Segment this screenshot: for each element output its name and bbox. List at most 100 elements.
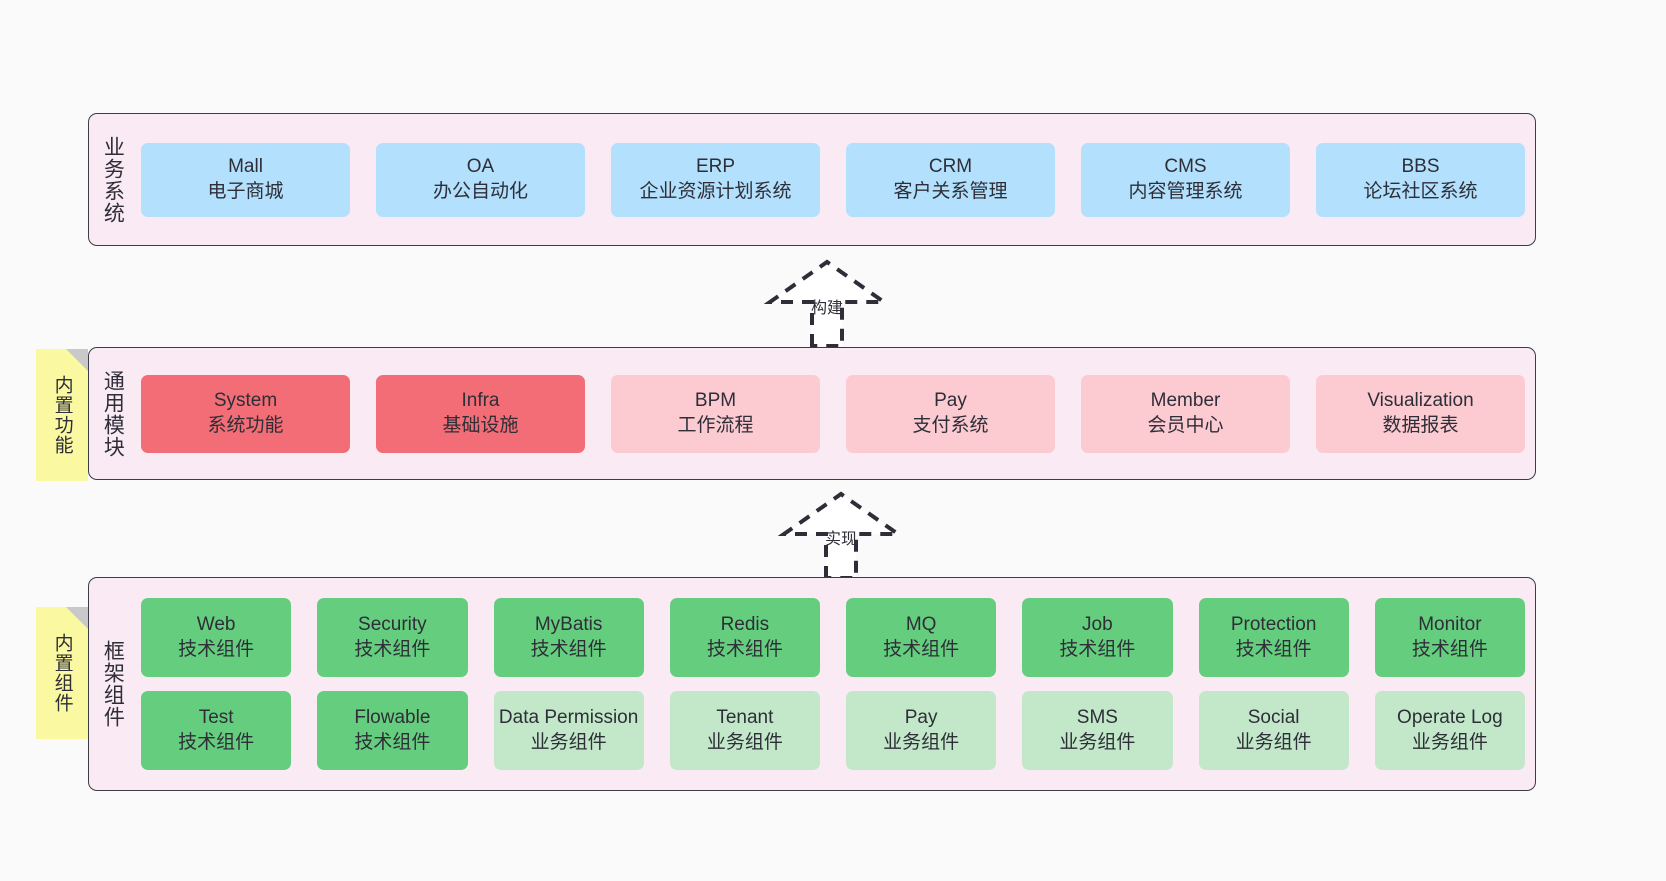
card-bpm[interactable]: BPM 工作流程 <box>611 374 820 453</box>
card-crm[interactable]: CRM 客户关系管理 <box>846 142 1055 217</box>
card-oa[interactable]: OA 办公自动化 <box>376 142 585 217</box>
card-subtitle: 基础设施 <box>442 414 519 436</box>
arrow-up-dashed-icon <box>763 259 891 348</box>
card-infra[interactable]: Infra 基础设施 <box>376 374 585 453</box>
arrow-implement <box>766 490 916 580</box>
card-subtitle: 业务组件 <box>706 731 783 753</box>
card-operate-log[interactable]: Operate Log 业务组件 <box>1374 691 1525 770</box>
card-bbs[interactable]: BBS 论坛社区系统 <box>1316 142 1525 217</box>
card-title: Visualization <box>1367 390 1474 412</box>
card-subtitle: 系统功能 <box>207 414 284 436</box>
card-subtitle: 技术组件 <box>706 638 783 660</box>
common-modules-row: System 系统功能 Infra 基础设施 BPM 工作流程 Pay 支付系统… <box>141 374 1525 453</box>
section-title-common-modules: 通用模块 <box>101 369 125 458</box>
note-builtin-component: 内置组件 <box>36 607 88 739</box>
card-title: Pay <box>904 707 938 729</box>
card-title: BBS <box>1401 156 1440 178</box>
note-builtin-function: 内置功能 <box>36 349 88 481</box>
card-subtitle: 内容管理系统 <box>1128 180 1243 202</box>
card-title: System <box>213 390 278 412</box>
arrow-build <box>752 258 902 348</box>
card-title: Monitor <box>1418 614 1482 636</box>
card-title: Operate Log <box>1397 707 1503 729</box>
card-subtitle: 技术组件 <box>530 638 607 660</box>
card-protection[interactable]: Protection 技术组件 <box>1198 598 1349 677</box>
card-title: Flowable <box>354 707 431 729</box>
card-subtitle: 论坛社区系统 <box>1363 180 1478 202</box>
card-title: SMS <box>1076 707 1118 729</box>
card-subtitle: 数据报表 <box>1382 414 1459 436</box>
card-title: CRM <box>928 156 973 178</box>
arrow-build-label: 构建 <box>811 300 844 317</box>
card-mq[interactable]: MQ 技术组件 <box>846 598 997 677</box>
card-member[interactable]: Member 会员中心 <box>1081 374 1290 453</box>
framework-components-row-1: Web 技术组件 Security 技术组件 MyBatis 技术组件 Redi… <box>141 598 1525 677</box>
card-pay-component[interactable]: Pay 业务组件 <box>846 691 997 770</box>
card-monitor[interactable]: Monitor 技术组件 <box>1374 598 1525 677</box>
card-title: Pay <box>934 390 967 412</box>
card-subtitle: 业务组件 <box>1411 731 1488 753</box>
card-subtitle: 工作流程 <box>677 414 754 436</box>
card-web[interactable]: Web 技术组件 <box>141 598 292 677</box>
card-mybatis[interactable]: MyBatis 技术组件 <box>493 598 644 677</box>
card-title: Protection <box>1230 614 1317 636</box>
section-framework-components: 框架组件 Web 技术组件 Security 技术组件 MyBatis 技术组件… <box>88 577 1536 791</box>
section-common-modules: 通用模块 System 系统功能 Infra 基础设施 BPM 工作流程 Pay… <box>88 347 1536 480</box>
card-job[interactable]: Job 技术组件 <box>1022 598 1173 677</box>
card-subtitle: 业务组件 <box>883 731 960 753</box>
card-subtitle: 技术组件 <box>178 638 255 660</box>
card-social[interactable]: Social 业务组件 <box>1198 691 1349 770</box>
card-subtitle: 业务组件 <box>1059 731 1136 753</box>
card-subtitle: 技术组件 <box>354 638 431 660</box>
card-title: Test <box>198 707 234 729</box>
card-title: Social <box>1247 707 1300 729</box>
framework-components-row-2: Test 技术组件 Flowable 技术组件 Data Permission … <box>141 691 1525 770</box>
card-pay[interactable]: Pay 支付系统 <box>846 374 1055 453</box>
card-title: Security <box>358 614 427 636</box>
card-visualization[interactable]: Visualization 数据报表 <box>1316 374 1525 453</box>
card-data-permission[interactable]: Data Permission 业务组件 <box>493 691 644 770</box>
card-system[interactable]: System 系统功能 <box>141 374 350 453</box>
card-tenant[interactable]: Tenant 业务组件 <box>669 691 820 770</box>
arrow-up-dashed-icon <box>777 491 905 580</box>
section-business-systems: 业务系统 Mall 电子商城 OA 办公自动化 ERP 企业资源计划系统 CRM… <box>88 113 1536 246</box>
card-subtitle: 技术组件 <box>1059 638 1136 660</box>
card-title: MQ <box>905 614 937 636</box>
card-redis[interactable]: Redis 技术组件 <box>669 598 820 677</box>
card-subtitle: 办公自动化 <box>432 180 528 202</box>
section-title-framework-components: 框架组件 <box>101 640 125 728</box>
card-erp[interactable]: ERP 企业资源计划系统 <box>611 142 820 217</box>
card-subtitle: 技术组件 <box>1235 638 1312 660</box>
card-cms[interactable]: CMS 内容管理系统 <box>1081 142 1290 217</box>
section-body-framework-components: Web 技术组件 Security 技术组件 MyBatis 技术组件 Redi… <box>135 578 1535 790</box>
card-subtitle: 企业资源计划系统 <box>639 180 792 202</box>
card-title: Data Permission <box>498 707 639 729</box>
card-title: CMS <box>1164 156 1207 178</box>
card-title: BPM <box>694 390 737 412</box>
card-title: Web <box>196 614 236 636</box>
card-flowable[interactable]: Flowable 技术组件 <box>317 691 468 770</box>
card-subtitle: 会员中心 <box>1147 414 1224 436</box>
card-title: Tenant <box>716 707 774 729</box>
card-subtitle: 业务组件 <box>530 731 607 753</box>
card-subtitle: 技术组件 <box>178 731 255 753</box>
card-mall[interactable]: Mall 电子商城 <box>141 142 350 217</box>
card-test[interactable]: Test 技术组件 <box>141 691 292 770</box>
business-systems-row: Mall 电子商城 OA 办公自动化 ERP 企业资源计划系统 CRM 客户关系… <box>141 142 1525 217</box>
card-title: Infra <box>461 390 500 412</box>
card-sms[interactable]: SMS 业务组件 <box>1022 691 1173 770</box>
card-title: MyBatis <box>534 614 603 636</box>
card-title: Job <box>1082 614 1113 636</box>
card-title: Mall <box>228 156 263 178</box>
card-subtitle: 客户关系管理 <box>893 180 1008 202</box>
section-body-common-modules: System 系统功能 Infra 基础设施 BPM 工作流程 Pay 支付系统… <box>135 348 1535 479</box>
arrow-implement-label: 实现 <box>825 531 858 548</box>
card-subtitle: 技术组件 <box>883 638 960 660</box>
card-security[interactable]: Security 技术组件 <box>317 598 468 677</box>
card-subtitle: 业务组件 <box>1235 731 1312 753</box>
card-title: ERP <box>695 156 736 178</box>
section-body-business-systems: Mall 电子商城 OA 办公自动化 ERP 企业资源计划系统 CRM 客户关系… <box>135 114 1535 245</box>
card-subtitle: 支付系统 <box>912 414 989 436</box>
card-title: OA <box>466 156 495 178</box>
